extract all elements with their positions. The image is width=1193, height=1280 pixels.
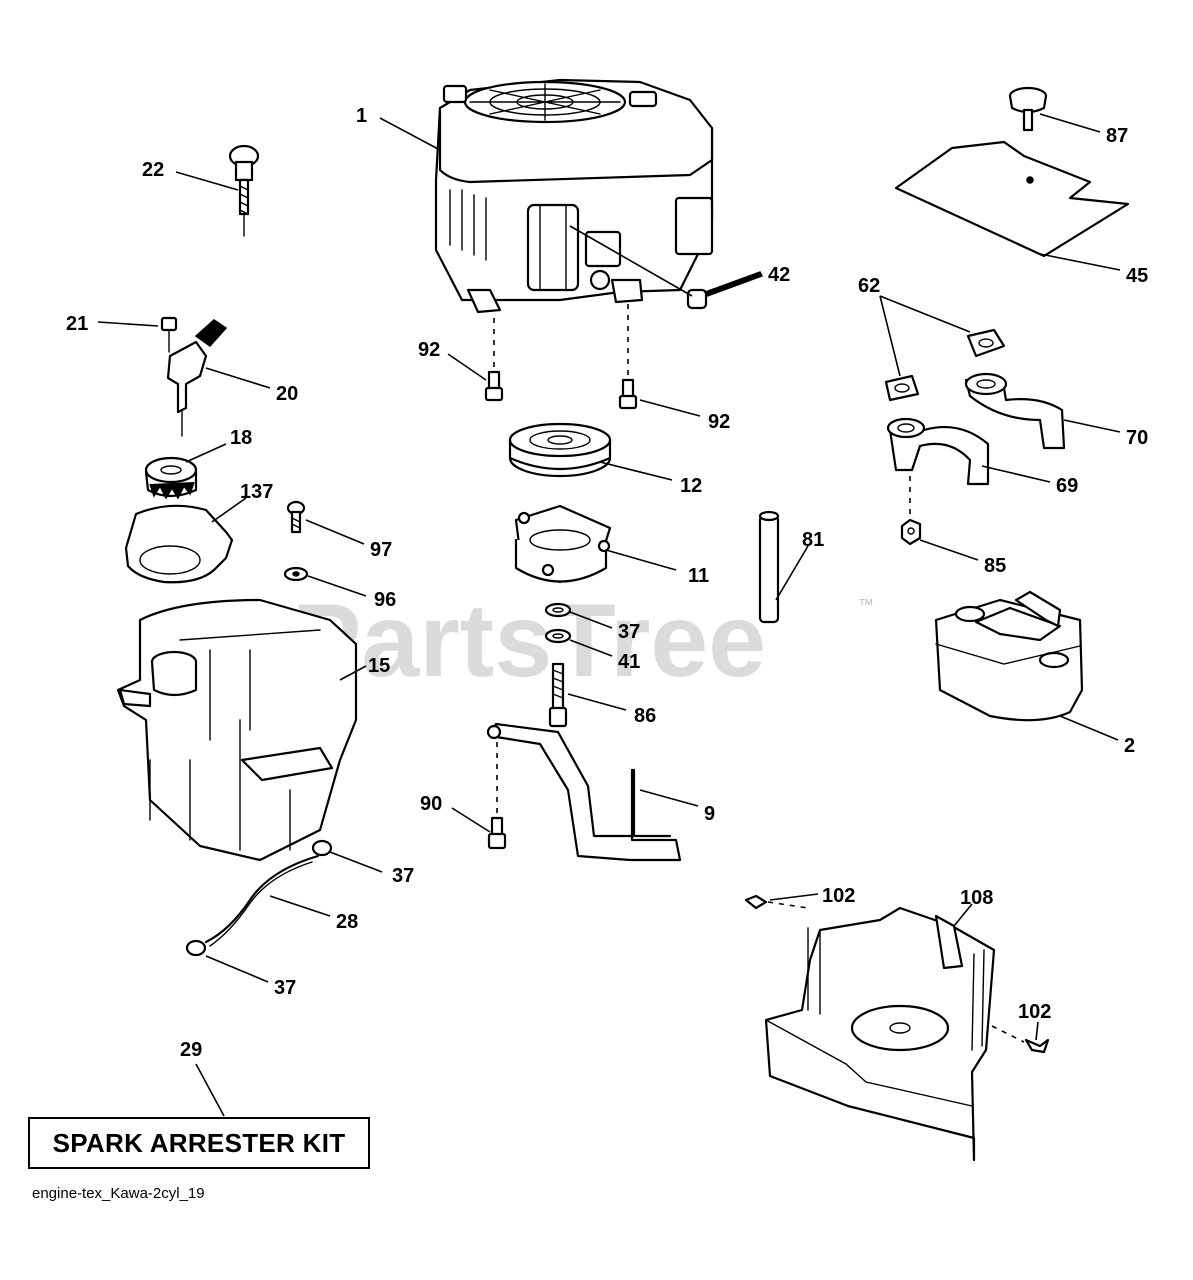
bolt-90-part[interactable]: [487, 816, 507, 850]
nut-86-part[interactable]: [900, 518, 922, 546]
bolt-92-left-part[interactable]: [484, 370, 504, 402]
callout-37-lower: 37: [274, 977, 296, 999]
rod-81-part[interactable]: [758, 510, 780, 624]
spark-arrester-kit-box[interactable]: SPARK ARRESTER KIT: [28, 1117, 370, 1169]
callout-1: 1: [356, 105, 367, 127]
bolt-85-part[interactable]: [548, 662, 568, 728]
callout-97: 97: [370, 539, 392, 561]
exhaust-pipe-71-part[interactable]: [964, 372, 1066, 450]
callout-62: 45: [1126, 265, 1148, 287]
pto-clutch-part[interactable]: [514, 504, 612, 584]
fitting-45-part[interactable]: [569, 225, 764, 310]
callout-41: 37: [618, 621, 640, 643]
callout-102-right: 102: [1018, 1001, 1051, 1023]
washer-41-part[interactable]: [544, 602, 572, 618]
heat-shield-part[interactable]: [764, 906, 996, 1162]
fuel-cap-part[interactable]: [144, 456, 198, 500]
callout-42: 41: [618, 651, 640, 673]
callout-81: 81: [802, 529, 824, 551]
callout-9: 9: [704, 803, 715, 825]
callout-15: 15: [368, 655, 390, 677]
washer-42-part[interactable]: [544, 628, 572, 644]
callout-70: 69: [1056, 475, 1078, 497]
callout-21: 21: [66, 313, 88, 335]
callout-28: 28: [336, 911, 358, 933]
pulley-part[interactable]: [508, 422, 612, 478]
knob-87-part[interactable]: [1008, 86, 1048, 132]
watermark-trademark: ™: [858, 597, 874, 614]
throttle-bracket-part[interactable]: [166, 319, 228, 437]
clamp-lower-part[interactable]: [185, 939, 207, 957]
callout-85: 86: [634, 705, 656, 727]
engine-part[interactable]: [434, 78, 714, 314]
callout-18: 18: [230, 427, 252, 449]
spark-arrester-kit-label: SPARK ARRESTER KIT: [52, 1127, 346, 1158]
callout-29: 29: [180, 1039, 202, 1061]
callout-90: 90: [420, 793, 442, 815]
callout-71: 70: [1126, 427, 1148, 449]
watermark-text: PartsTree: [292, 583, 766, 699]
callout-45: 42: [768, 264, 790, 286]
plate-62-part[interactable]: [894, 140, 1130, 258]
callout-11: 11: [688, 565, 709, 587]
callout-69: 62: [858, 275, 880, 297]
callout-87: 87: [1106, 125, 1128, 147]
callout-20: 20: [276, 383, 298, 405]
callout-12: 12: [680, 475, 702, 497]
fuel-hose-part[interactable]: [204, 854, 320, 947]
tank-bracket-part[interactable]: [124, 504, 234, 584]
callout-102-top: 102: [822, 885, 855, 907]
exhaust-pipe-70-part[interactable]: [886, 417, 990, 486]
callout-86: 85: [984, 555, 1006, 577]
screw-102-top-part[interactable]: [744, 894, 809, 910]
clamp-upper-part[interactable]: [311, 839, 333, 857]
fuel-tank-part[interactable]: [116, 598, 358, 862]
callout-96: 96: [374, 589, 396, 611]
screw-102-right-part[interactable]: [991, 1025, 1050, 1054]
screw-97-part[interactable]: [286, 500, 306, 534]
brace-rod-part[interactable]: [486, 722, 682, 862]
callout-2: 2: [1124, 735, 1135, 757]
bolt-92-right-part[interactable]: [618, 378, 638, 410]
callout-22: 22: [142, 159, 164, 181]
washer-96-part[interactable]: [283, 566, 309, 582]
gaskets-69-part[interactable]: [884, 328, 1006, 402]
callout-92-left: 92: [418, 339, 440, 361]
callout-108: 108: [960, 887, 993, 909]
callout-92-right: 92: [708, 411, 730, 433]
diagram-code: engine-tex_Kawa-2cyl_19: [32, 1185, 205, 1202]
callout-137: 137: [240, 481, 273, 503]
muffler-part[interactable]: [934, 590, 1084, 722]
knob-bolt-22-part[interactable]: [228, 144, 260, 237]
callout-37-upper: 37: [392, 865, 414, 887]
bolt-21-part[interactable]: [160, 316, 178, 353]
